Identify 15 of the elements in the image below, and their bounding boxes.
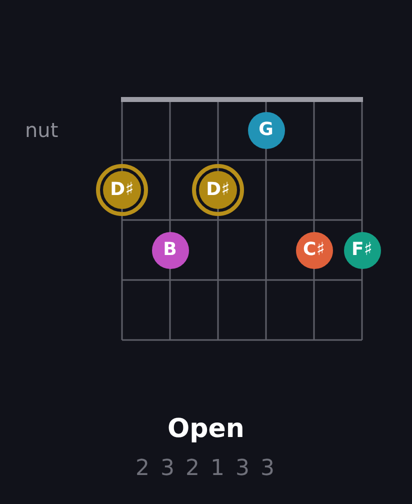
note-dot bbox=[296, 232, 332, 268]
note-dot bbox=[344, 232, 380, 268]
ringed-note-dot bbox=[96, 164, 148, 216]
ringed-note-dot bbox=[192, 164, 244, 216]
note-name: F♯ bbox=[351, 241, 372, 259]
note-dot bbox=[248, 112, 284, 148]
chord-title: Open bbox=[168, 416, 244, 442]
note-name: D♯ bbox=[110, 181, 134, 199]
nut-label: nut bbox=[25, 120, 58, 140]
note-name: B bbox=[163, 241, 177, 259]
fret-numbers: 2 3 2 1 3 3 bbox=[136, 458, 276, 480]
note-name: G bbox=[258, 121, 274, 139]
note-dot bbox=[152, 232, 188, 268]
note-name: C♯ bbox=[303, 241, 325, 259]
note-name: D♯ bbox=[206, 181, 230, 199]
